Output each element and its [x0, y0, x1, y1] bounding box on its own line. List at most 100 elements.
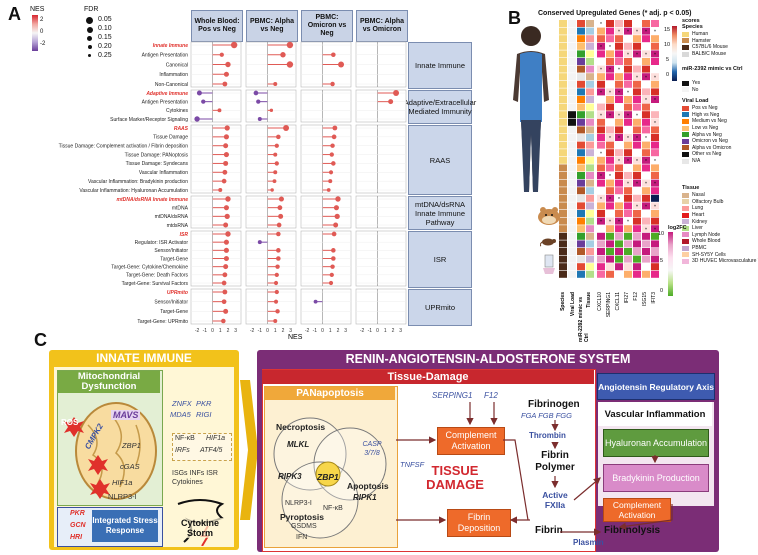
- lollipop-dot: [274, 161, 279, 166]
- significance-star: *: [609, 91, 611, 97]
- legend-swatch: [682, 138, 689, 144]
- heatmap-cell: [624, 58, 632, 65]
- x-tick-label: -2: [250, 328, 255, 334]
- bradykinin-box: Bradykinin Production: [603, 464, 709, 492]
- heatmap-cell: [642, 202, 650, 210]
- nes-colorbar: [32, 15, 38, 51]
- significance-star: *: [645, 159, 647, 165]
- annotation-cell: [559, 255, 567, 263]
- heatmap-cell: [651, 202, 659, 210]
- significance-star: *: [636, 136, 638, 142]
- fdr-legend-title: FDR: [84, 6, 99, 13]
- heatmap-cell: [651, 225, 659, 233]
- heatmap-cell: [633, 225, 641, 233]
- thrombin-label: Thrombin: [529, 431, 566, 440]
- lollipop-dot: [217, 108, 222, 113]
- pathway-row-label: mtDNA: [172, 205, 189, 211]
- annotation-cell: [568, 111, 576, 119]
- legend-swatch: [682, 112, 689, 118]
- heatmap-cell: [615, 73, 623, 81]
- heatmap-cell: [633, 248, 641, 255]
- lollipop-dot: [328, 179, 333, 184]
- significance-star: *: [609, 45, 611, 51]
- annotation-cell: [577, 35, 585, 43]
- legend-item: No: [682, 87, 700, 94]
- pathway-row-label: Tissue Damage: Syndecans: [126, 161, 189, 167]
- heatmap-cell: [615, 172, 623, 179]
- human-silhouette-icon: [513, 26, 549, 192]
- heatmap-cell: [606, 88, 614, 96]
- legend-label: BALB/C Mouse: [692, 51, 727, 58]
- annotation-cell: [577, 65, 585, 73]
- x-tick-label: -2: [305, 328, 310, 334]
- signal-atf45: ATF4/5: [200, 447, 223, 454]
- heatmap-cell: [651, 194, 659, 202]
- significance-star: *: [645, 227, 647, 233]
- lollipop-dot: [388, 99, 394, 105]
- lollipop-dot: [331, 248, 336, 253]
- heatmap-cell: [633, 172, 641, 179]
- ros-label: ROS: [61, 418, 79, 427]
- annotation-cell: [586, 263, 594, 271]
- legend-item: Hamster: [682, 38, 728, 45]
- annotation-cell: [577, 58, 585, 65]
- heatmap-cell: [651, 263, 659, 271]
- fdr-legend: FDR 0.05 0.10 0.15 0.20 0.25: [84, 6, 134, 74]
- lollipop-dot: [274, 289, 279, 295]
- lollipop-dot: [276, 134, 281, 140]
- annotation-cell: [559, 73, 567, 81]
- lollipop-dot: [223, 308, 229, 314]
- legend-item: Whole Blood: [682, 238, 758, 245]
- heatmap-cell: [606, 156, 614, 164]
- heatmap-cell: [651, 217, 659, 225]
- legend-swatch: [682, 158, 689, 164]
- annotation-cell: [559, 80, 567, 88]
- mavs-label: MAVS: [111, 410, 141, 420]
- annotation-cell: [577, 103, 585, 111]
- lollipop-dot: [278, 196, 284, 202]
- pathway-row-label: Vascular Inflammation: Hyaluronan Accumu…: [79, 188, 188, 194]
- pathway-row-label: Sensor/Initiator: [154, 299, 188, 305]
- active-fxiia-label: Active FXIIa: [542, 490, 568, 510]
- annotation-cell: [586, 179, 594, 187]
- annotation-cell: [577, 225, 585, 233]
- lollipop-dot: [273, 319, 278, 323]
- lollipop-dot: [280, 52, 286, 58]
- mlkl-label: MLKL: [287, 440, 310, 449]
- annotation-cell: [586, 217, 594, 225]
- annotation-cell: [577, 42, 585, 50]
- annotation-cell: [568, 156, 576, 164]
- significance-star: *: [636, 205, 638, 211]
- serping1-label: SERPING1: [432, 391, 473, 400]
- annotation-cell: [568, 65, 576, 73]
- lollipop-dot: [221, 299, 227, 305]
- heatmap-cell: [633, 270, 641, 278]
- heatmap-cell: [624, 73, 632, 81]
- lollipop-dot: [333, 205, 339, 211]
- legend-label: PBMC: [692, 245, 707, 252]
- heatmap-cell: [651, 96, 659, 103]
- annotation-cell: [586, 111, 594, 119]
- panapoptosis-title: PANapoptosis: [265, 387, 395, 400]
- heatmap-cell: [624, 194, 632, 202]
- facet-panel: [245, 124, 297, 194]
- heatmap-cell: [624, 217, 632, 225]
- annotation-cell: [559, 126, 567, 134]
- legend-swatch: [682, 145, 689, 151]
- heatmap-cell: [651, 255, 659, 263]
- heatmap-title: Conserved Upregulated Genes (* adj. p < …: [538, 10, 692, 17]
- heatmap-cell: [615, 248, 623, 255]
- heatmap-cell: [597, 270, 605, 278]
- pyroptosis-label: Pyroptosis: [280, 512, 324, 522]
- annotation-cell: [586, 35, 594, 43]
- annotation-cell: [559, 141, 567, 149]
- nes-legend: NES 2 0 -2: [30, 6, 60, 66]
- lollipop-dot: [329, 152, 334, 157]
- heatmap-cell: [642, 50, 650, 58]
- isr-kinase-pkr: PKR: [70, 510, 85, 517]
- x-tick-label: 3: [234, 328, 237, 334]
- heatmap-cell: [597, 50, 605, 58]
- heatmap-cell: [615, 202, 623, 210]
- legend-item: Medium vs Neg: [682, 118, 731, 125]
